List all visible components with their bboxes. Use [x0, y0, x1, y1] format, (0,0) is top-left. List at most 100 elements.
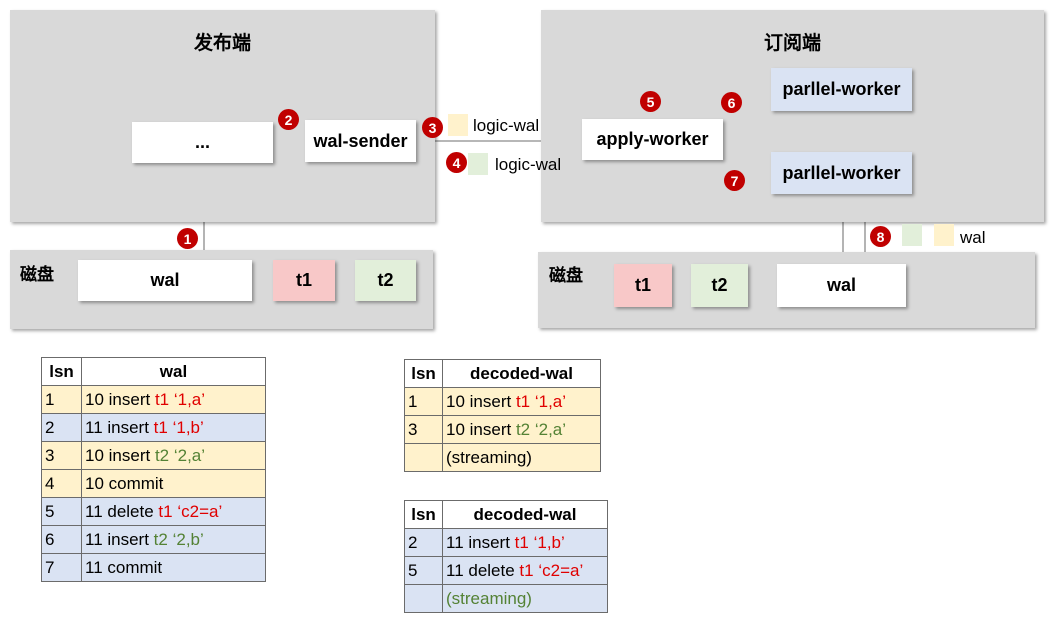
wal-operation: 10 commit [85, 473, 164, 493]
column-header-decoded-wal: decoded-wal [442, 500, 608, 529]
column-header-wal: wal [81, 357, 266, 386]
column-header-lsn: lsn [404, 500, 443, 529]
wal-table-name: t2 [154, 445, 170, 465]
wal-legend-label: wal [960, 228, 986, 247]
wal-row-value: ‘1,a’ [169, 389, 206, 409]
step-badge-5: 5 [640, 91, 661, 112]
step-badge-7: 7 [724, 170, 745, 191]
step-badge-4: 4 [446, 152, 467, 173]
wal-entry-cell: 10 insert t1 ‘1,a’ [442, 387, 601, 416]
logic-wal-label-2: logic-wal [495, 155, 562, 174]
lsn-cell: 2 [404, 528, 443, 557]
logic-wal-yellow-swatch [448, 114, 468, 136]
step-badge-6: 6 [721, 92, 742, 113]
lsn-cell: 3 [404, 415, 443, 444]
wal-entry-cell: 10 insert t2 ‘2,a’ [81, 441, 266, 470]
wal-operation: 10 insert [446, 419, 516, 439]
lsn-cell: 1 [41, 385, 82, 414]
wal-operation: 10 insert [85, 389, 155, 409]
publisher-t1-box: t1 [273, 260, 335, 301]
logic-wal-green-swatch [468, 153, 488, 175]
column-header-lsn: lsn [404, 359, 443, 388]
wal-operation: 11 insert [446, 532, 515, 552]
publisher-panel: 发布端 [10, 10, 435, 222]
lsn-cell [404, 584, 443, 613]
publisher-wal-box: wal [78, 260, 252, 301]
lsn-cell: 2 [41, 413, 82, 442]
wal-operation: (streaming) [446, 447, 532, 467]
wal-entry-cell: 10 insert t2 ‘2,a’ [442, 415, 601, 444]
parallel-worker-2-box: parllel-worker [771, 152, 912, 194]
wal-entry-cell: 11 commit [81, 553, 266, 582]
wal-entry-cell: 11 insert t1 ‘1,b’ [442, 528, 608, 557]
wal-entry-cell: 11 delete t1 ‘c2=a’ [442, 556, 608, 585]
wal-table-name: t1 [514, 532, 529, 552]
wal-row-value: ‘c2=a’ [533, 560, 584, 580]
wal-operation: 11 delete [446, 560, 520, 580]
decoder-box: ... [132, 122, 273, 163]
column-header-lsn: lsn [41, 357, 82, 386]
column-header-decoded-wal: decoded-wal [442, 359, 601, 388]
apply-worker-box: apply-worker [582, 119, 723, 160]
wal-entry-cell: (streaming) [442, 584, 608, 613]
publisher-t2-box: t2 [355, 260, 416, 301]
wal-operation: (streaming) [446, 588, 532, 608]
wal-operation: 11 commit [85, 557, 163, 577]
wal-row-value: ‘2,a’ [530, 419, 567, 439]
wal-entry-cell: 10 commit [81, 469, 266, 498]
lsn-cell: 3 [41, 441, 82, 470]
wal-row-value: ‘2,b’ [167, 529, 204, 549]
wal-operation: 10 insert [446, 391, 516, 411]
lsn-cell: 7 [41, 553, 82, 582]
wal-row-value: ‘1,b’ [528, 532, 565, 552]
step-badge-8: 8 [870, 226, 891, 247]
lsn-cell: 6 [41, 525, 82, 554]
wal-table-name: t1 [154, 389, 170, 409]
subscriber-title: 订阅端 [763, 32, 821, 54]
wal-entry-cell: 10 insert t1 ‘1,a’ [81, 385, 266, 414]
wal-table-name: t1 [515, 391, 531, 411]
lsn-cell: 5 [404, 556, 443, 585]
lsn-cell: 4 [41, 469, 82, 498]
wal-row-value: ‘1,b’ [167, 417, 204, 437]
wal-row-value: ‘2,a’ [169, 445, 206, 465]
wal-entry-cell: 11 delete t1 ‘c2=a’ [81, 497, 266, 526]
wal-table-name: t2 [153, 529, 168, 549]
wal-table-name: t1 [158, 501, 173, 521]
subscriber-t1-box: t1 [614, 264, 672, 307]
wal-entry-cell: 11 insert t2 ‘2,b’ [81, 525, 266, 554]
wal-entry-cell: 11 insert t1 ‘1,b’ [81, 413, 266, 442]
parallel-worker-1-box: parllel-worker [771, 68, 912, 111]
subscriber-t2-box: t2 [691, 264, 748, 307]
lsn-cell: 5 [41, 497, 82, 526]
wal-operation: 11 insert [85, 417, 154, 437]
table-row: (streaming) [404, 584, 608, 613]
publisher-disk-label: 磁盘 [20, 265, 54, 285]
publisher-title: 发布端 [193, 32, 251, 54]
wal-row-value: ‘1,a’ [530, 391, 567, 411]
lsn-cell [404, 443, 443, 472]
table-row: (streaming) [404, 443, 601, 472]
wal-table-name: t1 [153, 417, 168, 437]
step-badge-2: 2 [278, 109, 299, 130]
wal-row-value: ‘c2=a’ [172, 501, 223, 521]
step-badge-1: 1 [177, 228, 198, 249]
wal-sender-box: wal-sender [305, 120, 416, 162]
wal-table-name: t2 [515, 419, 531, 439]
subscriber-disk-label: 磁盘 [549, 266, 583, 286]
logic-wal-label-1: logic-wal [473, 116, 540, 135]
wal-green-swatch [902, 224, 922, 246]
